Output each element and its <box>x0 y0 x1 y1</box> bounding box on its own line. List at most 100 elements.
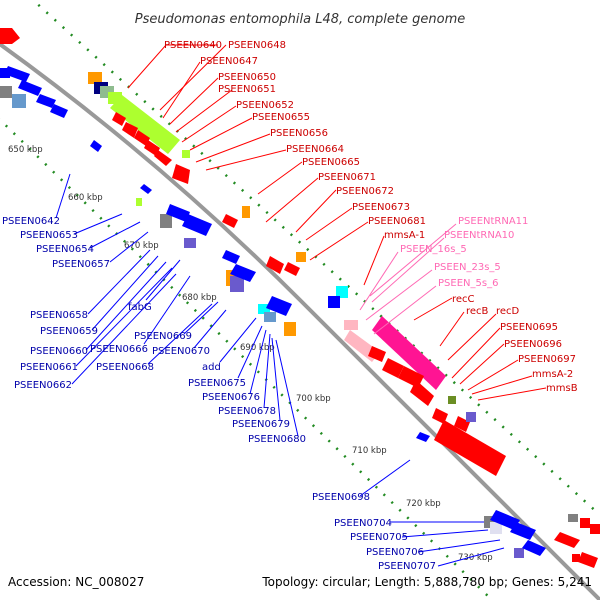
gene-arrow-forward[interactable] <box>266 256 284 274</box>
gene-label[interactable]: PSEEN0681 <box>368 216 426 227</box>
gene-box-yellowgreen[interactable] <box>182 150 190 158</box>
gene-arrow-reverse[interactable] <box>222 250 240 264</box>
gene-label[interactable]: PSEEN0665 <box>302 157 360 168</box>
gene-box-orange[interactable] <box>296 252 306 262</box>
gene-label[interactable]: PSEEN0656 <box>270 128 328 139</box>
gene-label[interactable]: PSEEN0640 <box>164 40 222 51</box>
gene-label[interactable]: PSEEN0675 <box>188 378 246 389</box>
gene-arrow-forward[interactable] <box>410 380 434 406</box>
gene-arrow-forward[interactable] <box>0 28 20 44</box>
gene-box-purple[interactable] <box>466 412 476 422</box>
gene-label[interactable]: PSEEN0679 <box>232 419 290 430</box>
rrna-arrow-23s[interactable] <box>372 316 446 390</box>
gene-label[interactable]: PSEEN0673 <box>352 202 410 213</box>
gene-box-olive[interactable] <box>448 396 456 404</box>
gene-label[interactable]: PSEEN0695 <box>500 322 558 333</box>
rrna-box[interactable] <box>344 320 358 330</box>
gene-arrow-forward[interactable] <box>112 112 126 126</box>
gene-arrow-reverse[interactable] <box>140 184 152 194</box>
gene-label[interactable]: recB <box>466 306 489 317</box>
gene-arrow-reverse[interactable] <box>490 510 520 530</box>
gene-label[interactable]: PSEEN0651 <box>218 84 276 95</box>
gene-box-orange[interactable] <box>284 322 296 336</box>
gene-label[interactable]: PSEEN0652 <box>236 100 294 111</box>
gene-arrow-reverse[interactable] <box>90 140 102 152</box>
rna-label[interactable]: PSEENtRNA10 <box>444 230 514 241</box>
gene-label[interactable]: PSEEN0698 <box>312 492 370 503</box>
gene-label[interactable]: PSEEN0654 <box>36 244 94 255</box>
gene-arrow-forward[interactable] <box>578 552 598 568</box>
gene-box-lightblue[interactable] <box>264 312 276 322</box>
gene-label[interactable]: add <box>202 362 221 373</box>
gene-label[interactable]: PSEEN0642 <box>2 216 60 227</box>
gene-label[interactable]: PSEEN0678 <box>218 406 276 417</box>
gene-box-red[interactable] <box>590 524 600 534</box>
gene-arrow-forward-large[interactable] <box>434 420 506 476</box>
gene-label[interactable]: PSEEN0705 <box>350 532 408 543</box>
gene-box-cyan[interactable] <box>336 286 348 298</box>
gene-arrow-forward[interactable] <box>382 358 404 378</box>
gene-label[interactable]: mmsA-1 <box>384 230 425 241</box>
gene-label[interactable]: PSEEN0696 <box>504 339 562 350</box>
gene-label[interactable]: PSEEN0655 <box>252 112 310 123</box>
gene-label[interactable]: mmsB <box>546 383 578 394</box>
gene-arrow-forward[interactable] <box>154 150 172 166</box>
gene-label[interactable]: PSEEN0670 <box>152 346 210 357</box>
gene-box-cyan[interactable] <box>258 304 270 314</box>
gene-box-orange[interactable] <box>242 206 250 218</box>
gene-label[interactable]: PSEEN0666 <box>90 344 148 355</box>
rna-label[interactable]: PSEENtRNA11 <box>458 216 528 227</box>
gene-box-red[interactable] <box>580 518 590 528</box>
gene-box-yellowgreen[interactable] <box>136 198 142 206</box>
gene-arrow-forward[interactable] <box>554 532 580 548</box>
gene-label[interactable]: PSEEN0658 <box>30 310 88 321</box>
rna-label[interactable]: PSEEN_5s_6 <box>438 278 498 289</box>
gene-label[interactable]: PSEEN0648 <box>228 40 286 51</box>
gene-label[interactable]: mmsA-2 <box>532 369 573 380</box>
gene-box-lightblue[interactable] <box>12 94 26 108</box>
gene-arrow-reverse[interactable] <box>416 432 430 442</box>
gene-arrow-forward[interactable] <box>122 122 138 138</box>
gene-label[interactable]: PSEEN0647 <box>200 56 258 67</box>
rna-label[interactable]: PSEEN_23s_5 <box>434 262 501 273</box>
gene-arrow-reverse[interactable] <box>18 80 42 96</box>
gene-box-purple[interactable] <box>184 238 196 248</box>
gene-label[interactable]: PSEEN0676 <box>202 392 260 403</box>
gene-box-lavender[interactable] <box>490 522 502 534</box>
gene-arrow-forward[interactable] <box>222 214 238 228</box>
gene-arrow-reverse[interactable] <box>36 94 56 108</box>
gene-label[interactable]: recD <box>496 306 520 317</box>
gene-box-orange[interactable] <box>88 72 102 84</box>
gene-label[interactable]: PSEEN0669 <box>134 331 192 342</box>
gene-box-gray[interactable] <box>0 86 12 98</box>
gene-label[interactable]: PSEEN0660 <box>30 346 88 357</box>
gene-arrow-forward[interactable] <box>284 262 300 276</box>
gene-arrow-reverse[interactable] <box>166 204 190 222</box>
gene-arrow-reverse[interactable] <box>182 214 212 236</box>
gene-label[interactable]: PSEEN0653 <box>20 230 78 241</box>
gene-label[interactable]: PSEEN0662 <box>14 380 72 391</box>
gene-arrow-forward[interactable] <box>172 164 190 184</box>
gene-label[interactable]: PSEEN0650 <box>218 72 276 83</box>
gene-box-purple[interactable] <box>514 548 524 558</box>
gene-label[interactable]: PSEEN0697 <box>518 354 576 365</box>
gene-arrow-reverse[interactable] <box>510 522 536 540</box>
gene-label[interactable]: PSEEN0664 <box>286 144 344 155</box>
gene-label[interactable]: PSEEN0671 <box>318 172 376 183</box>
gene-label[interactable]: PSEEN0704 <box>334 518 392 529</box>
gene-arrow-reverse[interactable] <box>230 264 256 282</box>
gene-label[interactable]: PSEEN0657 <box>52 259 110 270</box>
gene-label[interactable]: PSEEN0668 <box>96 362 154 373</box>
gene-label[interactable]: PSEEN0659 <box>40 326 98 337</box>
gene-arrow-forward[interactable] <box>134 130 150 146</box>
gene-label[interactable]: PSEEN0706 <box>366 547 424 558</box>
gene-label[interactable]: fabG <box>128 302 152 313</box>
gene-box-gray[interactable] <box>160 214 172 228</box>
gene-arrow-reverse[interactable] <box>4 66 30 82</box>
rna-label[interactable]: PSEEN_16s_5 <box>400 244 467 255</box>
gene-label[interactable]: recC <box>452 294 475 305</box>
gene-box-blue[interactable] <box>328 296 340 308</box>
gene-box-red[interactable] <box>572 554 580 562</box>
gene-label[interactable]: PSEEN0672 <box>336 186 394 197</box>
gene-label[interactable]: PSEEN0680 <box>248 434 306 445</box>
